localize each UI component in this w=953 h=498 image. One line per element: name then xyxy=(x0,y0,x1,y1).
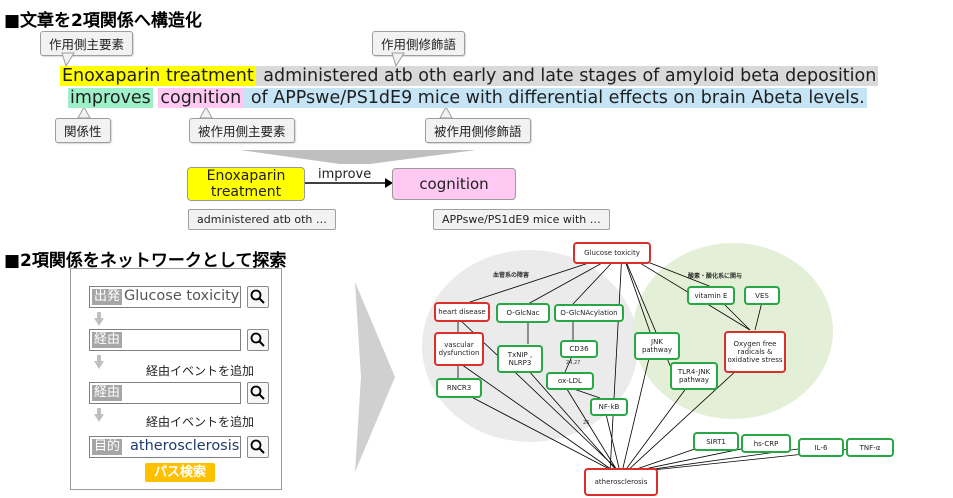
node-oxygen-free-radicals: Oxygen free radicals & oxidative stress xyxy=(724,331,786,373)
structured-relation-label: improve xyxy=(318,167,372,182)
edge-label-2: 26 xyxy=(583,420,590,426)
down-arrow-icon xyxy=(94,361,104,369)
node-sirt1: SIRT1 xyxy=(693,432,739,451)
node-ves: VES xyxy=(744,286,780,305)
structured-object-node: cognition xyxy=(392,168,516,200)
section1-title: ■文章を2項関係へ構造化 xyxy=(4,11,202,31)
node-o-glcnacylation: O-GlcNAcylation xyxy=(554,304,624,322)
sentence-subject-mod: administered atb oth early and late stag… xyxy=(255,66,879,86)
goal-search-button[interactable] xyxy=(247,436,269,458)
via-tag-1: 経由 xyxy=(92,332,123,348)
structured-subject-mod: administered atb oth … xyxy=(188,209,336,230)
callout-subject-mod: 作用側修飾語 xyxy=(372,31,466,56)
node-tnf-alpha: TNF-α xyxy=(846,438,894,457)
callout-object-mod: 被作用側修飾語 xyxy=(425,118,531,143)
node-heart-disease: heart disease xyxy=(434,302,490,322)
down-arrow-icon xyxy=(94,318,104,326)
node-vitamin-e: vitamin E xyxy=(687,286,735,305)
edge-label-1: 24,27 xyxy=(566,360,581,366)
relation-arrow xyxy=(305,178,393,188)
path-search-button[interactable]: パス検索 xyxy=(145,463,215,482)
magnifier-icon xyxy=(250,439,265,454)
magnifier-icon xyxy=(250,385,265,400)
start-value: Glucose toxicity xyxy=(124,288,240,304)
via-tag-2: 経由 xyxy=(92,385,123,401)
sentence-subject: Enoxaparin treatment xyxy=(60,66,256,86)
cluster-left-label: 血管系の障害 xyxy=(493,272,530,279)
goal-tag: 目的 xyxy=(92,439,123,455)
structured-object-mod: APPswe/PS1dE9 mice with … xyxy=(433,209,610,230)
add-via-event-link-1[interactable]: 経由イベントを追加 xyxy=(146,364,255,378)
chevron-right-icon xyxy=(355,282,395,472)
node-rncr3: RNCR3 xyxy=(436,378,482,398)
callout-relation: 関係性 xyxy=(55,118,111,143)
magnifier-icon xyxy=(250,332,265,347)
node-cd36: CD36 xyxy=(560,340,598,358)
sentence-object-mod: of APPswe/PS1dE9 mice with differential … xyxy=(243,88,867,108)
node-ox-ldl: ox-LDL xyxy=(546,372,594,390)
node-tlr4-jnk-pathway: TLR4-JNK pathway xyxy=(670,362,718,390)
via-input-1[interactable]: 経由 xyxy=(89,329,241,351)
add-via-event-link-2[interactable]: 経由イベントを追加 xyxy=(146,415,255,429)
start-input[interactable]: 出発 Glucose toxicity xyxy=(89,286,241,308)
node-txnip-nlrp3: TxNIP , NLRP3 xyxy=(497,345,543,373)
start-search-button[interactable] xyxy=(247,286,269,308)
magnifier-icon xyxy=(250,289,265,304)
network-canvas xyxy=(422,243,881,473)
callout-subject-main: 作用側主要素 xyxy=(40,31,134,56)
funnel-arrow xyxy=(240,150,476,164)
callout-pointers xyxy=(61,52,453,119)
sentence-line-1: Enoxaparin treatment administered atb ot… xyxy=(60,66,879,86)
node-glucose-toxicity: Glucose toxicity xyxy=(573,242,651,264)
node-nf-kb: NF-kB xyxy=(590,398,628,416)
node-jnk-pathway: JNK pathway xyxy=(634,332,680,360)
cluster-right-label: 酸素・酸化系に関与 xyxy=(688,273,743,280)
via-search-button-1[interactable] xyxy=(247,329,269,351)
node-vascular-dysfunction: vascular dysfunction xyxy=(434,332,484,366)
callout-object-main: 被作用側主要素 xyxy=(189,118,295,143)
start-tag: 出発 xyxy=(92,289,123,305)
sentence-relation: improves xyxy=(68,88,153,108)
node-il6: IL-6 xyxy=(798,438,844,457)
down-arrow-icon xyxy=(94,414,104,422)
node-atherosclerosis: atherosclerosis xyxy=(584,468,658,496)
sentence-object: cognition xyxy=(158,88,244,108)
sentence-line-2: improves cognition of APPswe/PS1dE9 mice… xyxy=(68,88,867,108)
section2-title: ■2項関係をネットワークとして探索 xyxy=(4,251,287,271)
via-input-2[interactable]: 経由 xyxy=(89,382,241,404)
node-hs-crp: hs-CRP xyxy=(741,434,791,453)
goal-input[interactable]: 目的 atherosclerosis xyxy=(89,436,241,458)
structured-subject-node: Enoxaparin treatment xyxy=(187,167,305,201)
via-search-button-2[interactable] xyxy=(247,382,269,404)
goal-value: atherosclerosis xyxy=(130,438,240,454)
node-o-glcnac: O-GlcNac xyxy=(496,303,550,323)
